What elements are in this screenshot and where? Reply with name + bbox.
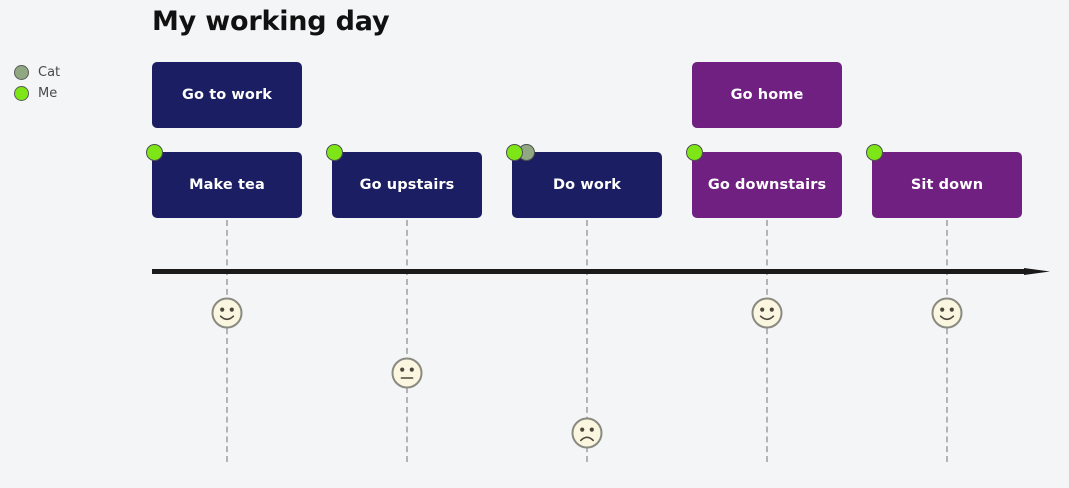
participant-dot-me xyxy=(866,144,883,161)
task-label: Go home xyxy=(730,87,804,103)
mood-face-happy-icon xyxy=(931,297,963,329)
task-label: Do work xyxy=(553,177,621,193)
task-box[interactable]: Go home xyxy=(692,62,842,128)
legend: Cat Me xyxy=(14,64,60,102)
task-label: Sit down xyxy=(910,177,984,193)
task-box[interactable]: Sit down xyxy=(866,144,1022,218)
time-arrow xyxy=(152,268,1050,275)
mood-face-neutral-icon xyxy=(391,357,423,389)
legend-item-me: Me xyxy=(14,85,60,102)
tick-line xyxy=(766,220,768,462)
mood-face-happy-icon xyxy=(211,297,243,329)
legend-label-cat: Cat xyxy=(38,65,61,80)
legend-swatch-cat xyxy=(14,65,29,80)
task-label: Go to work xyxy=(181,87,272,103)
tick-line xyxy=(226,220,228,462)
task-label: Go downstairs xyxy=(707,177,827,193)
participant-dot-me xyxy=(506,144,523,161)
legend-label-me: Me xyxy=(38,86,58,101)
task-label: Make tea xyxy=(189,177,265,193)
participant-dot-me xyxy=(326,144,343,161)
tick-line xyxy=(586,220,588,462)
participant-dot-me xyxy=(146,144,163,161)
task-box[interactable]: Go downstairs xyxy=(686,144,842,218)
task-box[interactable]: Do work xyxy=(506,144,662,218)
task-label: Go upstairs xyxy=(359,177,455,193)
task-box[interactable]: Go to work xyxy=(152,62,302,128)
tick-line xyxy=(946,220,948,462)
arrow-head-icon xyxy=(1024,268,1050,275)
task-box[interactable]: Make tea xyxy=(146,144,302,218)
page-title: My working day xyxy=(152,6,390,37)
tick-line xyxy=(406,220,408,462)
mood-face-sad-icon xyxy=(571,417,603,449)
participant-dot-me xyxy=(686,144,703,161)
mood-face-happy-icon xyxy=(751,297,783,329)
legend-swatch-me xyxy=(14,86,29,101)
task-box[interactable]: Go upstairs xyxy=(326,144,482,218)
legend-item-cat: Cat xyxy=(14,64,60,81)
